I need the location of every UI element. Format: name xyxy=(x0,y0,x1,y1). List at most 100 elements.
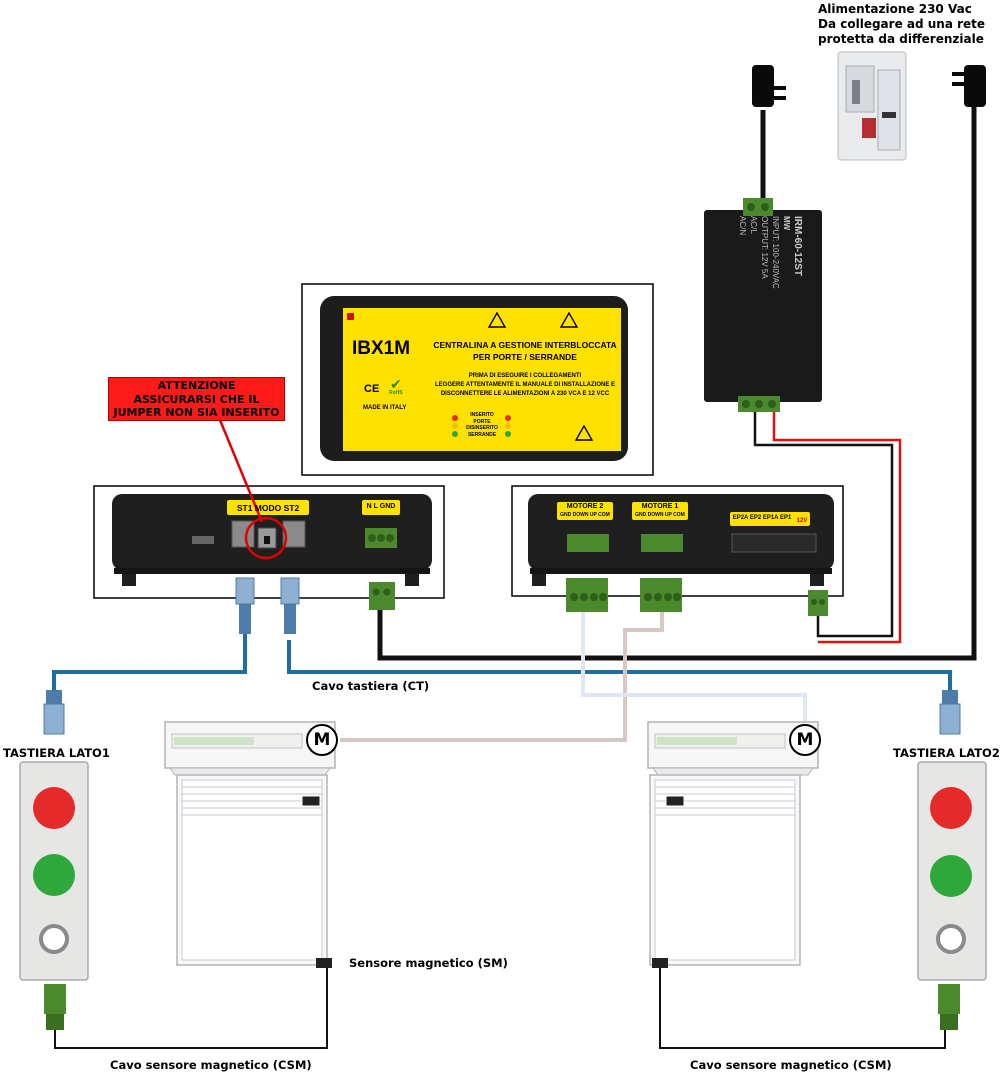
motore1-title: MOTORE 1 xyxy=(641,503,679,510)
keypad-right-green-button[interactable] xyxy=(930,855,972,897)
left-ports-label: ST1 MODO ST2 xyxy=(236,503,300,513)
ibx-note-line1: PRIMA DI ESEGUIRE I COLLEGAMENTI xyxy=(468,373,582,379)
motor-connector-plug-2 xyxy=(566,578,608,612)
rohs-check-icon: ✔ xyxy=(389,376,402,392)
rj45-plug-left xyxy=(235,577,255,634)
jumper-warning-circle xyxy=(244,516,288,560)
keypad-right-rj45-plug xyxy=(939,690,961,735)
psu-label: IRM-60-12ST MW INPUT: 100-240VAC OUTPUT:… xyxy=(723,216,803,396)
sensor-cable-right-label: Cavo sensore magnetico (CSM) xyxy=(690,1058,892,1072)
warning-line3: JUMPER NON SIA INSERITO xyxy=(113,406,280,419)
power-terminal-plug xyxy=(369,582,395,610)
motore1-label: MOTORE 1 GND DOWN UP COM xyxy=(632,503,688,519)
warning-line2: ASSICURARSI CHE IL xyxy=(133,392,260,406)
jumper-pin xyxy=(264,536,270,544)
status-leds xyxy=(452,415,511,437)
magnetic-sensor-right xyxy=(652,958,668,968)
ep-label: EP2A EP2 EP1A EP1 xyxy=(732,515,792,521)
dc-cable-red xyxy=(772,410,902,644)
psu-acl: AC/L xyxy=(749,216,758,234)
ibx-heading-line1: CENTRALINA A GESTIONE INTERBLOCCATA xyxy=(433,340,617,350)
v12-label: 12V xyxy=(796,518,808,524)
left-port-panel xyxy=(227,500,309,515)
motore2-terminal xyxy=(567,534,609,552)
motor-cable-1 xyxy=(340,612,664,742)
power-title-line3: protetta da differenziale xyxy=(818,32,984,46)
psu-module xyxy=(704,198,822,412)
motor-connector-plug-1 xyxy=(640,578,682,612)
motore1-panel xyxy=(632,502,688,520)
ibx-note-line3: DISCONNETTERE LE ALIMENTAZIONI A 230 VCA… xyxy=(440,391,610,397)
left-power-panel xyxy=(362,500,400,515)
shutter-left xyxy=(164,721,336,968)
warning-line1: ATTENZIONE xyxy=(157,379,236,392)
warning-callout-line xyxy=(218,419,264,523)
ibx-note-line2: LEGGERE ATTENTAMENTE IL MANUALE DI INSTA… xyxy=(435,382,615,388)
status-porte: PORTE xyxy=(473,418,491,425)
rohs-text: RoHS xyxy=(389,390,403,396)
motore2-title: MOTORE 2 xyxy=(566,503,604,510)
motore2-panel xyxy=(557,502,613,520)
keypad-right-grey-button[interactable] xyxy=(936,924,966,954)
keypad-left xyxy=(19,761,89,981)
psu-output: OUTPUT: 12V 5A xyxy=(760,216,769,279)
magnetic-sensor-left xyxy=(316,958,332,968)
ibx-heading: CENTRALINA A GESTIONE INTERBLOCCATA PER … xyxy=(425,339,625,363)
keyboard-cable-label: Cavo tastiera (CT) xyxy=(312,679,430,693)
wall-plug-right xyxy=(952,65,986,107)
rj45-port-st2[interactable] xyxy=(282,520,306,548)
keypad-left-green-button[interactable] xyxy=(33,854,75,896)
keypad-left-red-button[interactable] xyxy=(33,787,75,829)
ibx-red-led xyxy=(347,313,354,320)
motore2-label: MOTORE 2 GND DOWN UP COM xyxy=(557,503,613,519)
rj45-plug-right xyxy=(280,577,300,634)
power-title-line1: Alimentazione 230 Vac xyxy=(818,2,972,16)
ibx-logo: IBX1M xyxy=(352,338,411,359)
wall-plug-left xyxy=(752,65,786,107)
keyboard-cable-right xyxy=(287,640,952,690)
rohs-mark: ✔ RoHS xyxy=(389,376,403,396)
status-disinserito: DISINSERITO xyxy=(466,425,498,431)
motor-icon-right xyxy=(789,724,821,756)
sensor-cable-left-label: Cavo sensore magnetico (CSM) xyxy=(110,1058,312,1072)
made-in-italy: MADE IN ITALY xyxy=(363,405,407,411)
magnetic-sensor-label: Sensore magnetico (SM) xyxy=(349,956,508,970)
keypad-right xyxy=(917,761,987,981)
ibx-heading-line2: PER PORTE / SERRANDE xyxy=(473,352,577,362)
dc-connector-plug xyxy=(808,590,828,616)
keypad-right-title: TASTIERA LATO2 xyxy=(893,746,1000,760)
power-title-line2: Da collegare ad una rete xyxy=(818,17,986,31)
power-title: Alimentazione 230 Vac Da collegare ad un… xyxy=(818,2,985,47)
ep-terminal-block xyxy=(731,533,817,553)
warning-triangle-icon xyxy=(487,311,594,441)
keypad-left-title: TASTIERA LATO1 xyxy=(3,746,110,760)
dc-cable-black xyxy=(753,410,894,638)
motore1-pins: GND DOWN UP COM xyxy=(635,512,685,518)
keypad-right-red-button[interactable] xyxy=(930,787,972,829)
motor-cable-2 xyxy=(581,612,807,722)
ce-mark: CE xyxy=(364,383,380,395)
left-small-port xyxy=(192,536,214,544)
keyboard-cable-left xyxy=(52,632,247,690)
ibx-note: PRIMA DI ESEGUIRE I COLLEGAMENTI LEGGERE… xyxy=(425,372,625,399)
keypad-left-terminal xyxy=(44,984,66,1030)
status-serrande: SERRANDE xyxy=(467,431,497,438)
keypad-left-grey-button[interactable] xyxy=(39,924,69,954)
psu-model: IRM-60-12ST xyxy=(792,216,803,277)
ibx-status-labels: INSERITO PORTE DISINSERITO SERRANDE xyxy=(460,412,504,438)
shutter-right xyxy=(647,721,819,968)
ibx-panel-label-area xyxy=(343,308,621,451)
motore1-terminal xyxy=(641,534,683,552)
power-cable-black-main xyxy=(377,105,977,661)
psu-acn: AC/N xyxy=(738,216,747,236)
motore2-pins: GND DOWN UP COM xyxy=(560,512,610,518)
keypad-left-rj45-plug xyxy=(43,690,65,735)
psu-brand: MW xyxy=(782,216,791,231)
motor-right-letter: M xyxy=(796,730,814,750)
status-inserito: INSERITO xyxy=(470,412,494,418)
sensor-cable-right xyxy=(659,968,946,1049)
circuit-breaker-icon xyxy=(837,51,907,161)
motor-left-letter: M xyxy=(313,730,331,750)
sensor-cable-left xyxy=(54,968,328,1049)
